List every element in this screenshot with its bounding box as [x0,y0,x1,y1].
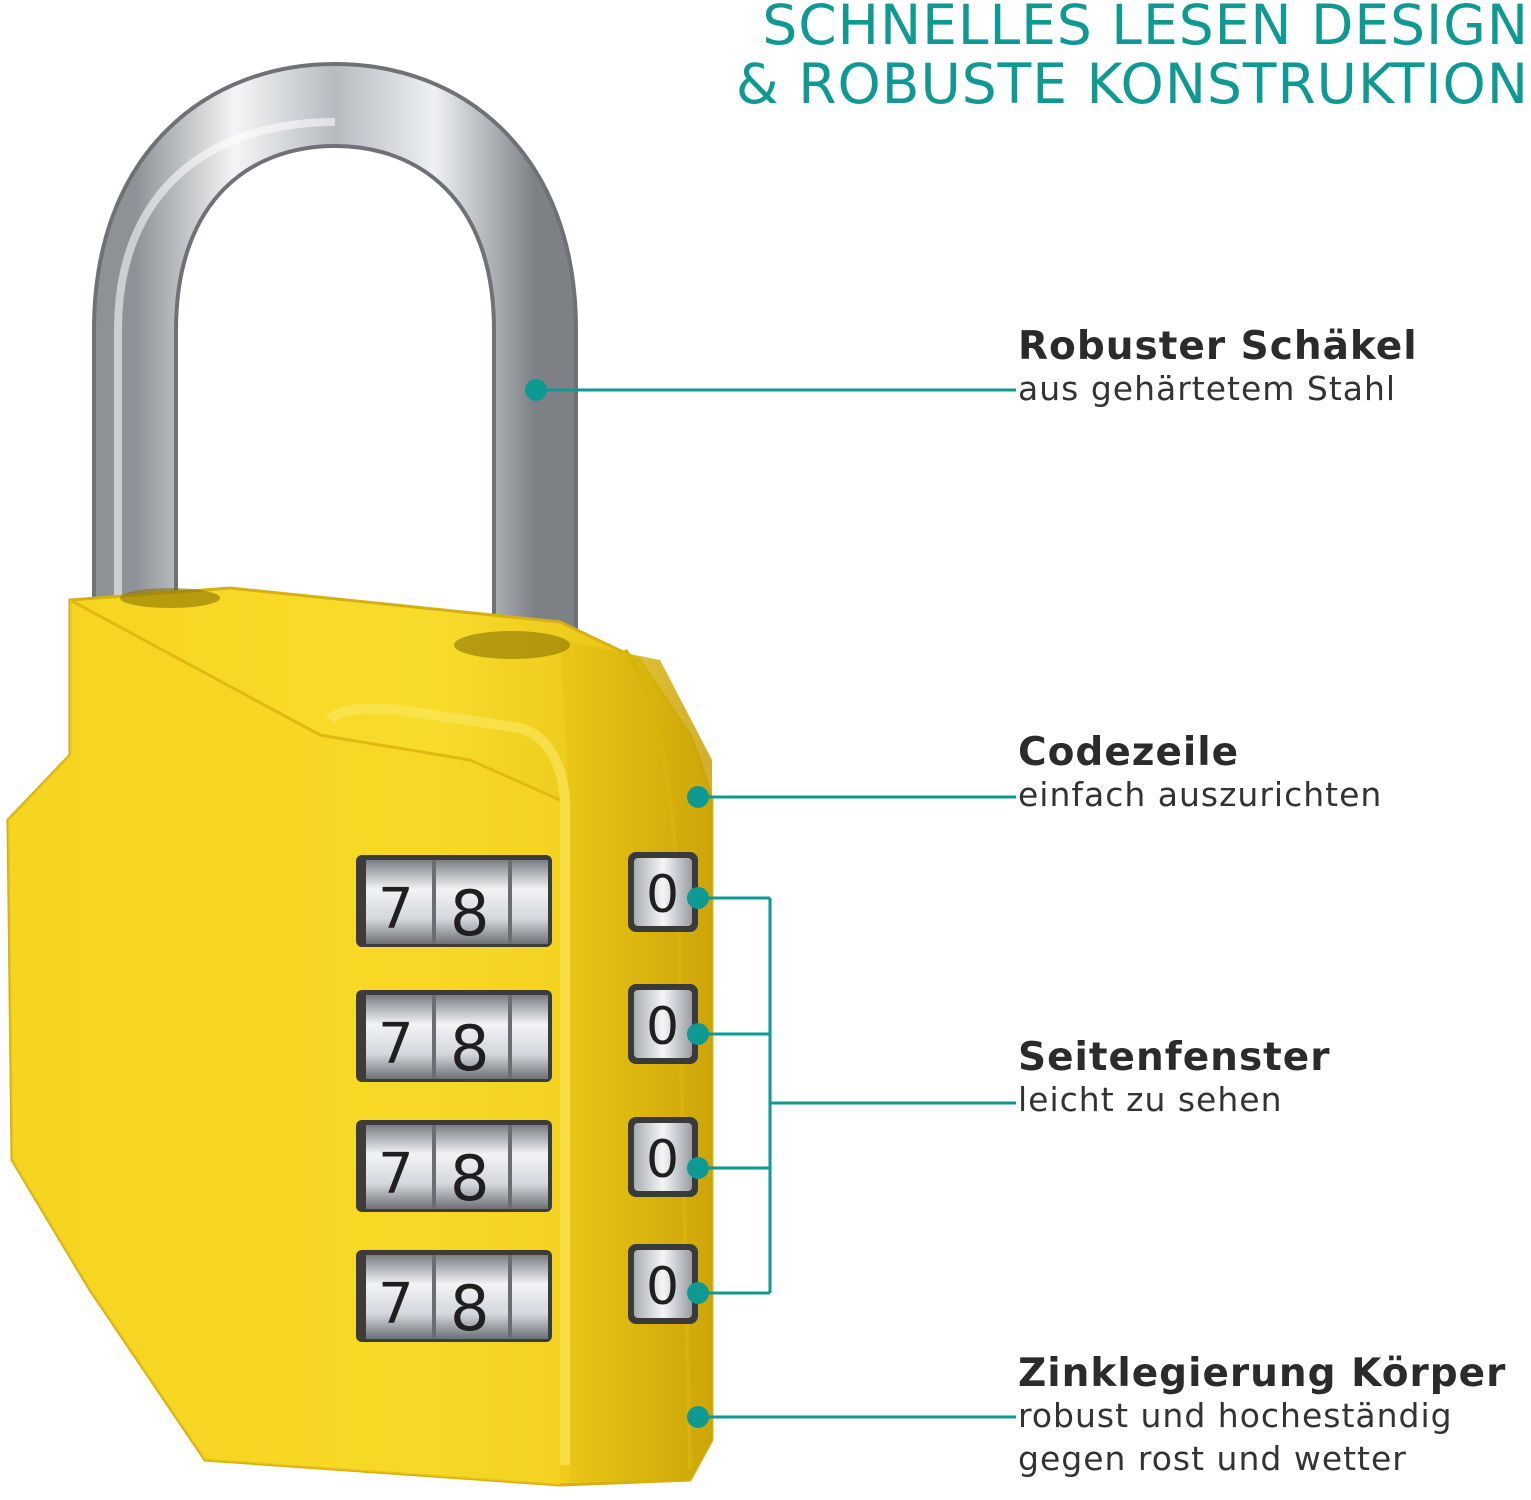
front-dials: 7 8 7 8 7 8 7 8 [356,855,552,1345]
callout-shackle: Robuster Schäkel aus gehärtetem Stahl [1018,324,1418,411]
leader-lines [525,379,1016,1428]
side-dial: 0 [628,984,698,1064]
front-dial-row: 7 8 [356,990,552,1085]
leader-dot-codeline [687,786,709,808]
callout-title: Seitenfenster [1018,1035,1331,1080]
headline-line-2: & ROBUSTE KONSTRUKTION [735,52,1529,117]
callout-desc: robust und hocheständig [1018,1395,1453,1435]
headline-line-1: SCHNELLES LESEN DESIGN [762,0,1529,57]
front-dial-row: 7 8 [356,1120,552,1215]
leader-dot-window-2 [687,1023,709,1045]
front-dial-row: 7 8 [356,855,552,950]
front-digit-right: 8 [450,1272,489,1345]
callout-title: Robuster Schäkel [1018,324,1418,369]
leader-dot-body [687,1406,709,1428]
side-dial: 0 [628,1117,698,1197]
side-digit: 0 [646,1130,679,1190]
leader-dot-window-1 [687,887,709,909]
callout-side-window: Seitenfenster leicht zu sehen [1018,1035,1331,1122]
headline: SCHNELLES LESEN DESIGN & ROBUSTE KONSTRU… [736,0,1529,115]
side-dial: 0 [628,852,698,932]
front-digit-right: 8 [450,1012,489,1085]
side-digit: 0 [646,865,679,925]
front-digit-left: 7 [378,1272,414,1337]
front-digit-left: 7 [378,1142,414,1207]
shackle [92,61,578,650]
callout-desc: einfach auszurichten [1018,774,1383,814]
callout-desc-2: gegen rost und wetter [1018,1438,1407,1478]
front-digit-left: 7 [378,1012,414,1077]
leader-dot-window-3 [687,1157,709,1179]
side-dial: 0 [628,1244,698,1324]
leader-dot-shackle [525,379,547,401]
front-digit-right: 8 [450,1142,489,1215]
callout-title: Zinklegierung Körper [1018,1351,1507,1396]
callout-desc: leicht zu sehen [1018,1079,1283,1119]
leader-dot-window-4 [687,1282,709,1304]
front-dial-row: 7 8 [356,1250,552,1345]
side-digit: 0 [646,1257,679,1317]
callout-title: Codezeile [1018,730,1240,775]
callout-desc: aus gehärtetem Stahl [1018,368,1397,408]
side-digit: 0 [646,997,679,1057]
callout-body: Zinklegierung Körper robust und hochestä… [1018,1351,1507,1481]
side-dials: 0 0 0 0 [628,852,698,1324]
front-digit-right: 8 [450,877,489,950]
front-digit-left: 7 [378,877,414,942]
callout-codeline: Codezeile einfach auszurichten [1018,730,1383,817]
